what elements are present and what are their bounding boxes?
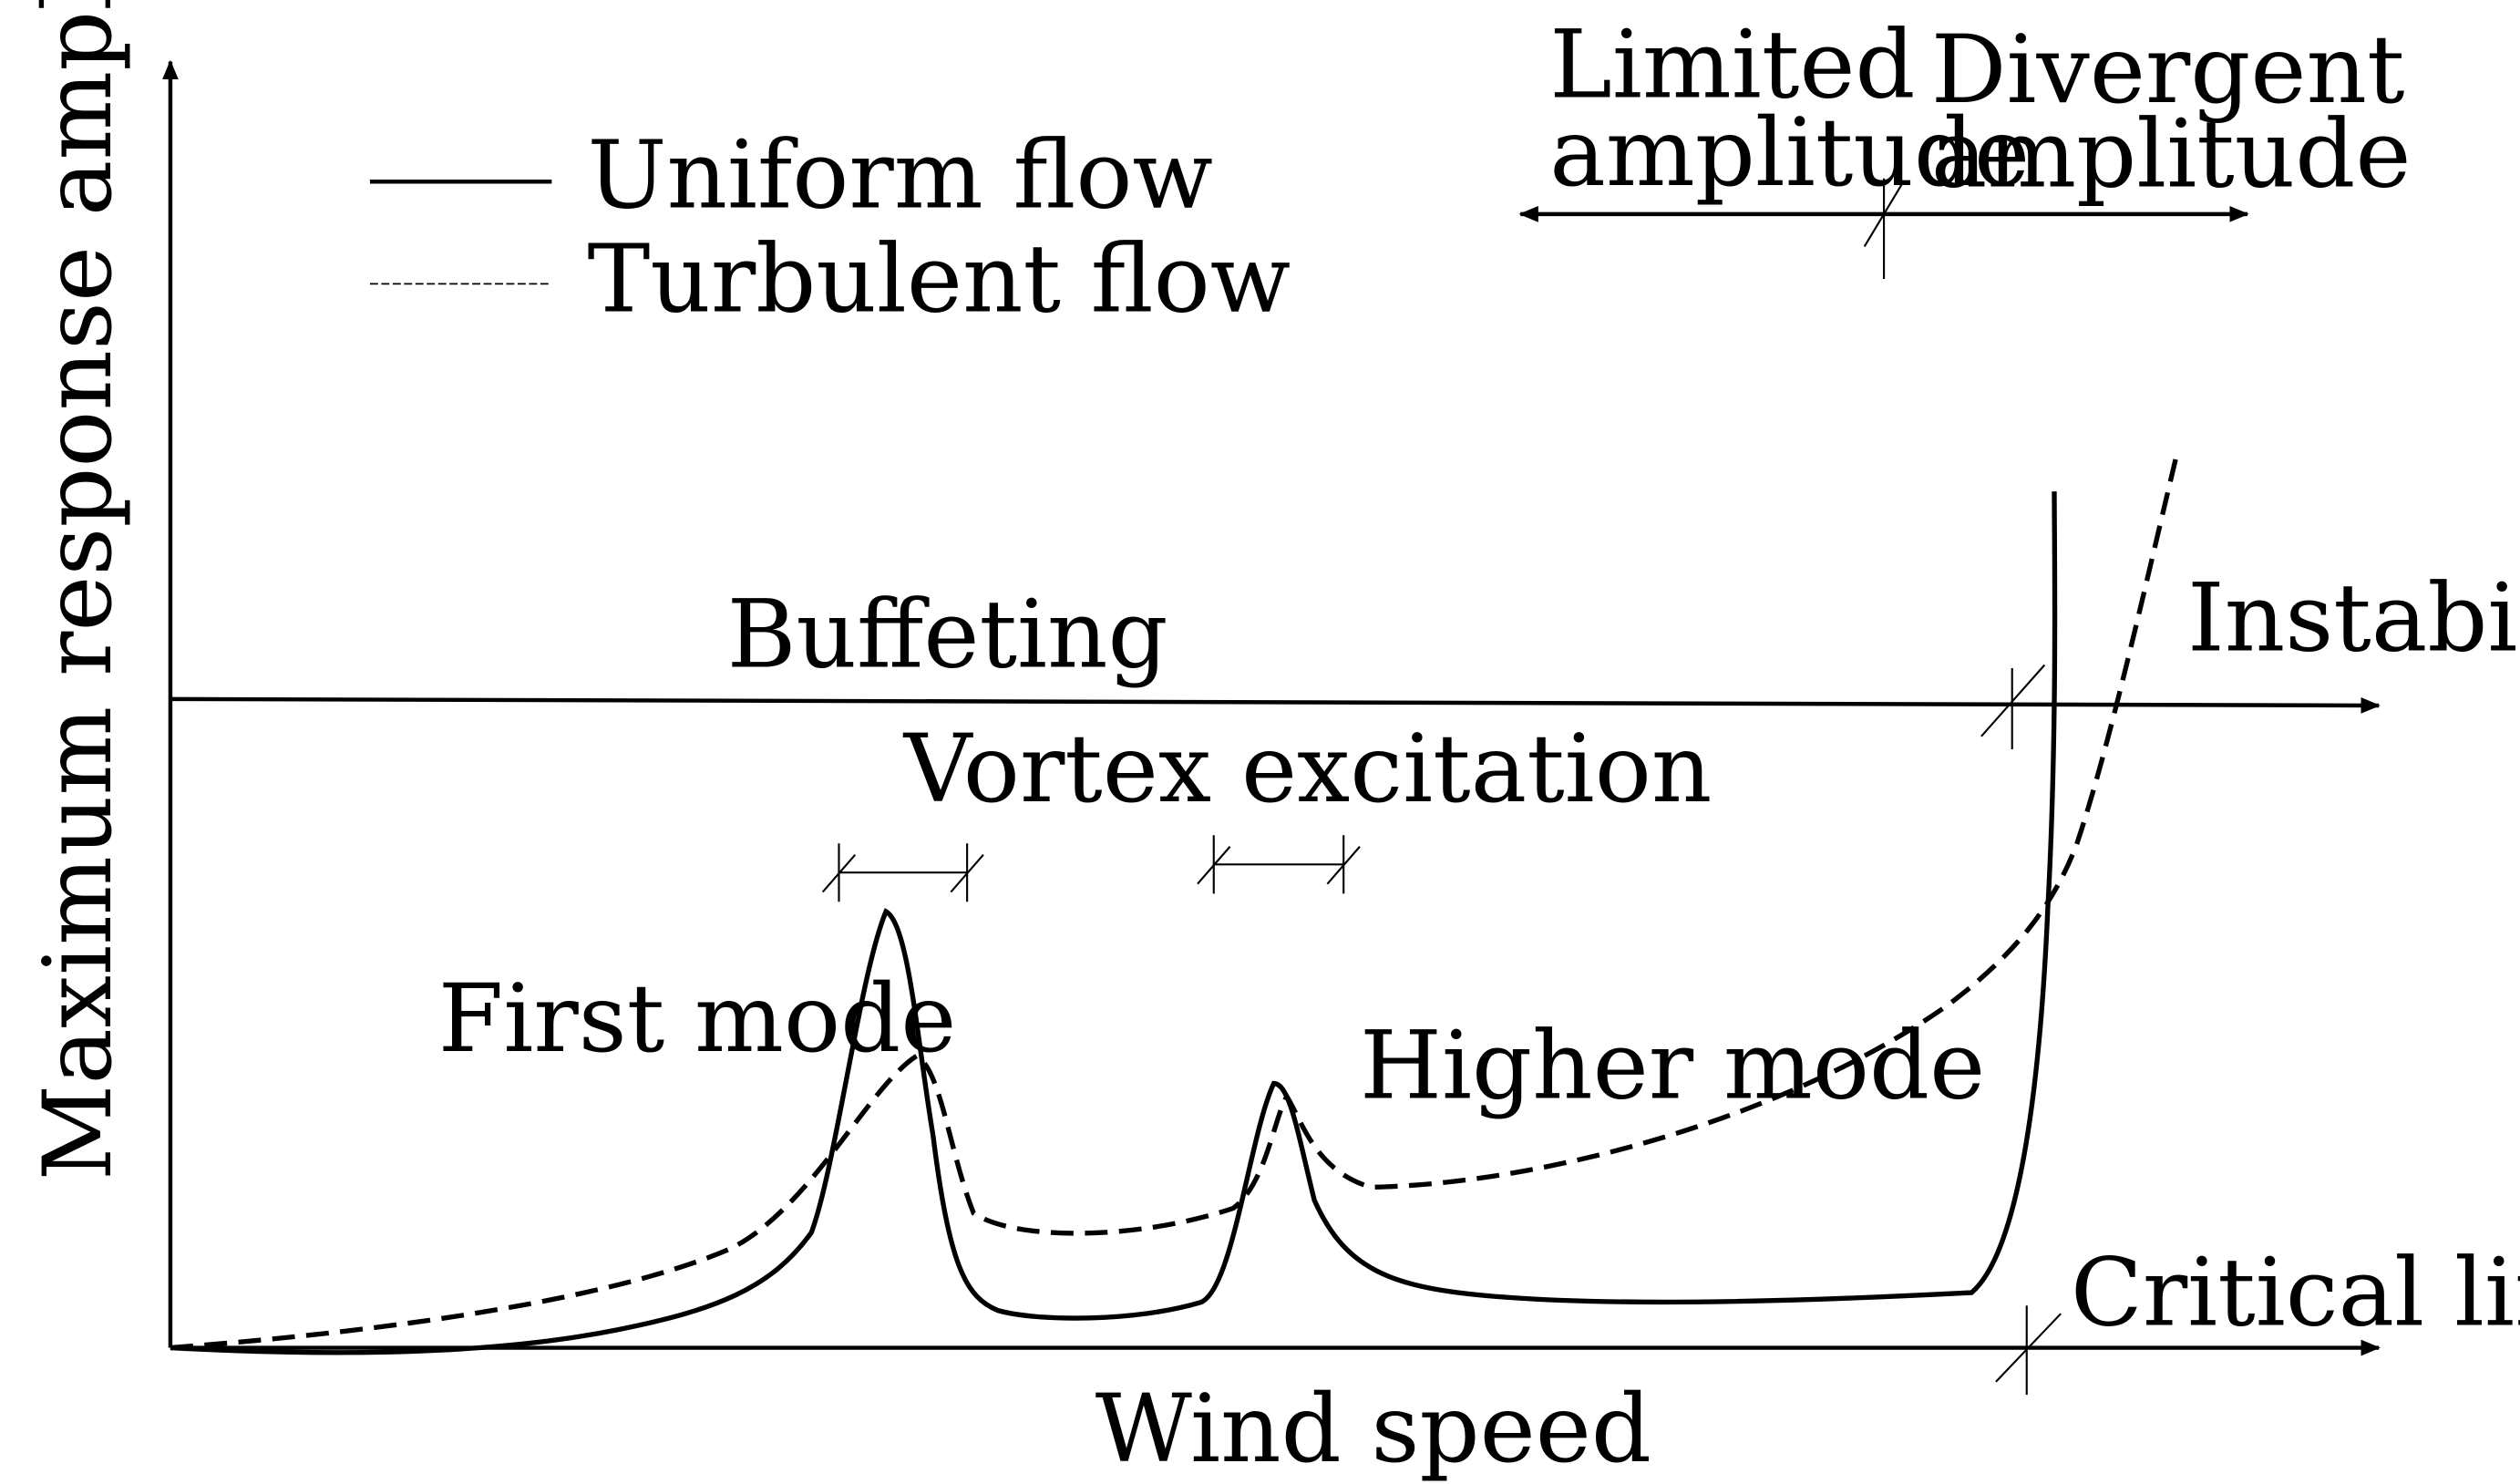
instability-label: Instability (2187, 564, 2520, 674)
amplitude-range-divider-tick (1863, 178, 1905, 280)
uniform-flow-curve (170, 491, 2058, 1355)
critical-limit-tick (1995, 1305, 2062, 1396)
instability-threshold-tick (1980, 664, 2046, 750)
legend-uniform-label: Uniform flow (588, 121, 1213, 231)
turbulent-flow-curve (170, 450, 2180, 1351)
critical-limit-label: Critical limit (2071, 1239, 2520, 1348)
buffeting-arrow (170, 696, 2381, 714)
first-mode-label: First mode (438, 964, 957, 1074)
buffeting-label: Buffeting (727, 580, 1168, 689)
x-axis-label: Wind speed (1095, 1375, 1651, 1484)
higher-mode-label: Higher mode (1360, 1012, 1985, 1121)
y-axis-label: Maximum response amplitude (24, 0, 133, 1180)
vortex-bracket-first-mode (821, 843, 984, 902)
vortex-excitation-label: Vortex excitation (902, 715, 1713, 824)
vortex-bracket-higher-mode (1197, 835, 1361, 894)
legend-turbulent-label: Turbulent flow (588, 225, 1291, 335)
